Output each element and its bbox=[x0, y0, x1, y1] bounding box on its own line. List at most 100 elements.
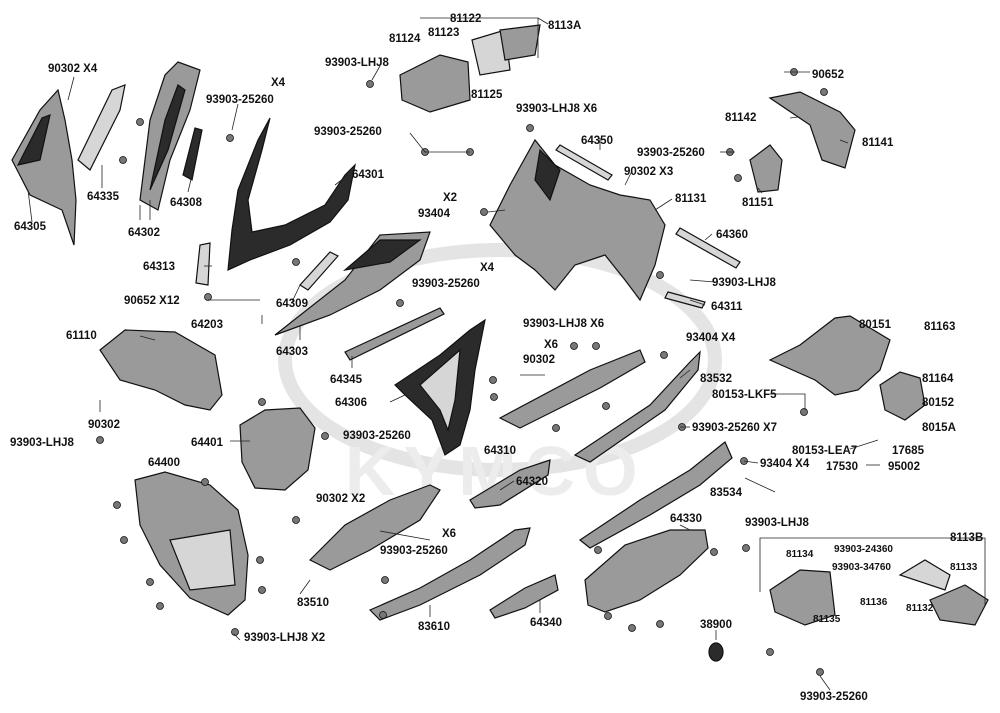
label-93903-24360: 93903-24360 bbox=[834, 544, 893, 555]
part-61110-tank-cover bbox=[99, 329, 223, 411]
part-80151-rear-fender bbox=[768, 315, 891, 396]
part-64311-bracket bbox=[664, 291, 706, 309]
label-81123: 81123 bbox=[428, 27, 459, 39]
part-64335-trim bbox=[77, 84, 126, 171]
label-64345: 64345 bbox=[330, 374, 363, 386]
label-64306: 64306 bbox=[335, 397, 367, 409]
label-93903-25260-b: 93903-25260 bbox=[314, 126, 382, 138]
part-number-labels: 90302 X4 64335 64305 64302 64308 X4 9390… bbox=[10, 13, 983, 703]
label-93903-lhj8-c: 93903-LHJ8 bbox=[10, 437, 75, 449]
label-93903-lhj8-x6-b: 93903-LHJ8 X6 bbox=[523, 318, 604, 330]
part-8113b-box bbox=[769, 559, 989, 626]
label-x6-a: X6 bbox=[544, 339, 558, 351]
label-64400: 64400 bbox=[148, 457, 180, 469]
label-93903-25260-g: 93903-25260 bbox=[800, 691, 868, 703]
label-81134: 81134 bbox=[786, 549, 814, 560]
label-93903-lhj8-d: 93903-LHJ8 bbox=[745, 517, 810, 529]
label-83510: 83510 bbox=[297, 597, 329, 609]
label-81135: 81135 bbox=[813, 614, 841, 625]
label-93903-25260-f: 93903-25260 bbox=[380, 545, 448, 557]
part-81141-rear-carrier bbox=[768, 91, 856, 169]
label-64335: 64335 bbox=[87, 191, 120, 203]
label-x2-a: X2 bbox=[443, 192, 457, 204]
label-x6-b: X6 bbox=[442, 528, 456, 540]
leader-lines bbox=[27, 65, 880, 691]
label-64360: 64360 bbox=[716, 229, 748, 241]
part-38900-horn bbox=[708, 642, 724, 662]
label-81122: 81122 bbox=[450, 13, 481, 25]
part-64305-front-cover-left bbox=[11, 88, 77, 246]
label-x4-top: X4 bbox=[271, 77, 286, 89]
label-80152: 80152 bbox=[922, 397, 954, 409]
part-81122-box bbox=[399, 24, 541, 113]
label-90302-x2: 90302 X2 bbox=[316, 493, 365, 505]
label-90652-x12: 90652 X12 bbox=[124, 295, 180, 307]
label-81164: 81164 bbox=[922, 373, 954, 385]
label-80153-lkf5: 80153-LKF5 bbox=[712, 389, 777, 401]
label-17685: 17685 bbox=[892, 445, 925, 457]
label-81142: 81142 bbox=[725, 112, 756, 124]
label-90302-c: 90302 bbox=[88, 419, 120, 431]
label-93903-25260-e: 93903-25260 bbox=[343, 430, 411, 442]
label-81151: 81151 bbox=[742, 197, 774, 209]
label-64301: 64301 bbox=[352, 169, 385, 181]
label-80153-lea7: 80153-LEA7 bbox=[792, 445, 857, 457]
fasteners bbox=[96, 68, 828, 676]
label-93903-25260-c: 93903-25260 bbox=[637, 147, 705, 159]
part-64313-reflector bbox=[195, 242, 211, 286]
label-83532: 83532 bbox=[700, 373, 732, 385]
label-81125: 81125 bbox=[471, 89, 503, 101]
label-81124: 81124 bbox=[389, 33, 421, 45]
part-64308-strip bbox=[182, 127, 203, 181]
label-64340: 64340 bbox=[530, 617, 562, 629]
label-8015a: 8015A bbox=[922, 422, 956, 434]
label-61110: 61110 bbox=[66, 330, 97, 342]
label-64302: 64302 bbox=[128, 227, 160, 239]
part-83534-side-rail bbox=[578, 441, 733, 549]
part-64309-bracket bbox=[299, 251, 339, 291]
label-83610: 83610 bbox=[418, 621, 450, 633]
label-81163: 81163 bbox=[924, 321, 955, 333]
part-81131-frame-cover bbox=[489, 138, 666, 302]
part-64400-inner-panel bbox=[134, 471, 249, 616]
part-80152-license-bracket bbox=[879, 371, 926, 421]
label-64313: 64313 bbox=[143, 261, 175, 273]
label-93404-x4-b: 93404 X4 bbox=[760, 458, 810, 470]
part-64330-floor-board bbox=[584, 529, 709, 613]
part-64301-front-shield bbox=[227, 117, 356, 271]
label-64305: 64305 bbox=[14, 221, 47, 233]
part-83610-floor-side bbox=[368, 527, 531, 621]
label-38900: 38900 bbox=[700, 619, 732, 631]
label-93903-34760: 93903-34760 bbox=[832, 562, 891, 573]
label-90302-x4: 90302 X4 bbox=[48, 63, 98, 75]
label-81136: 81136 bbox=[860, 597, 888, 608]
part-64345-molding bbox=[344, 307, 445, 361]
part-83510-floor-side bbox=[308, 484, 441, 571]
label-90302-b: 90302 bbox=[523, 354, 555, 366]
label-93903-lhj8-a: 93903-LHJ8 bbox=[325, 57, 390, 69]
label-81141: 81141 bbox=[862, 137, 894, 149]
label-83534: 83534 bbox=[710, 487, 743, 499]
part-64401-inner-cover bbox=[239, 407, 316, 491]
label-93903-25260-a: 93903-25260 bbox=[206, 94, 274, 106]
label-64401: 64401 bbox=[191, 437, 224, 449]
part-64360-rail bbox=[675, 227, 741, 269]
label-8113b: 8113B bbox=[950, 532, 983, 544]
label-64310: 64310 bbox=[484, 445, 516, 457]
label-8113a: 8113A bbox=[548, 20, 581, 32]
bracket-8113b bbox=[759, 537, 986, 605]
part-64350-rail bbox=[555, 144, 613, 181]
label-93404-a: 93404 bbox=[418, 208, 451, 220]
label-93903-25260-x7: 93903-25260 X7 bbox=[692, 422, 777, 434]
label-90302-x3: 90302 X3 bbox=[624, 166, 673, 178]
part-64303-lower-side bbox=[274, 231, 431, 336]
label-93404-x4-a: 93404 X4 bbox=[686, 332, 736, 344]
label-64309: 64309 bbox=[276, 298, 308, 310]
label-17530: 17530 bbox=[826, 461, 858, 473]
label-93903-lhj8-x6: 93903-LHJ8 X6 bbox=[516, 103, 597, 115]
label-x4-b: X4 bbox=[480, 262, 495, 274]
label-64303: 64303 bbox=[276, 346, 308, 358]
label-64320: 64320 bbox=[516, 476, 548, 488]
label-80151: 80151 bbox=[859, 319, 892, 331]
